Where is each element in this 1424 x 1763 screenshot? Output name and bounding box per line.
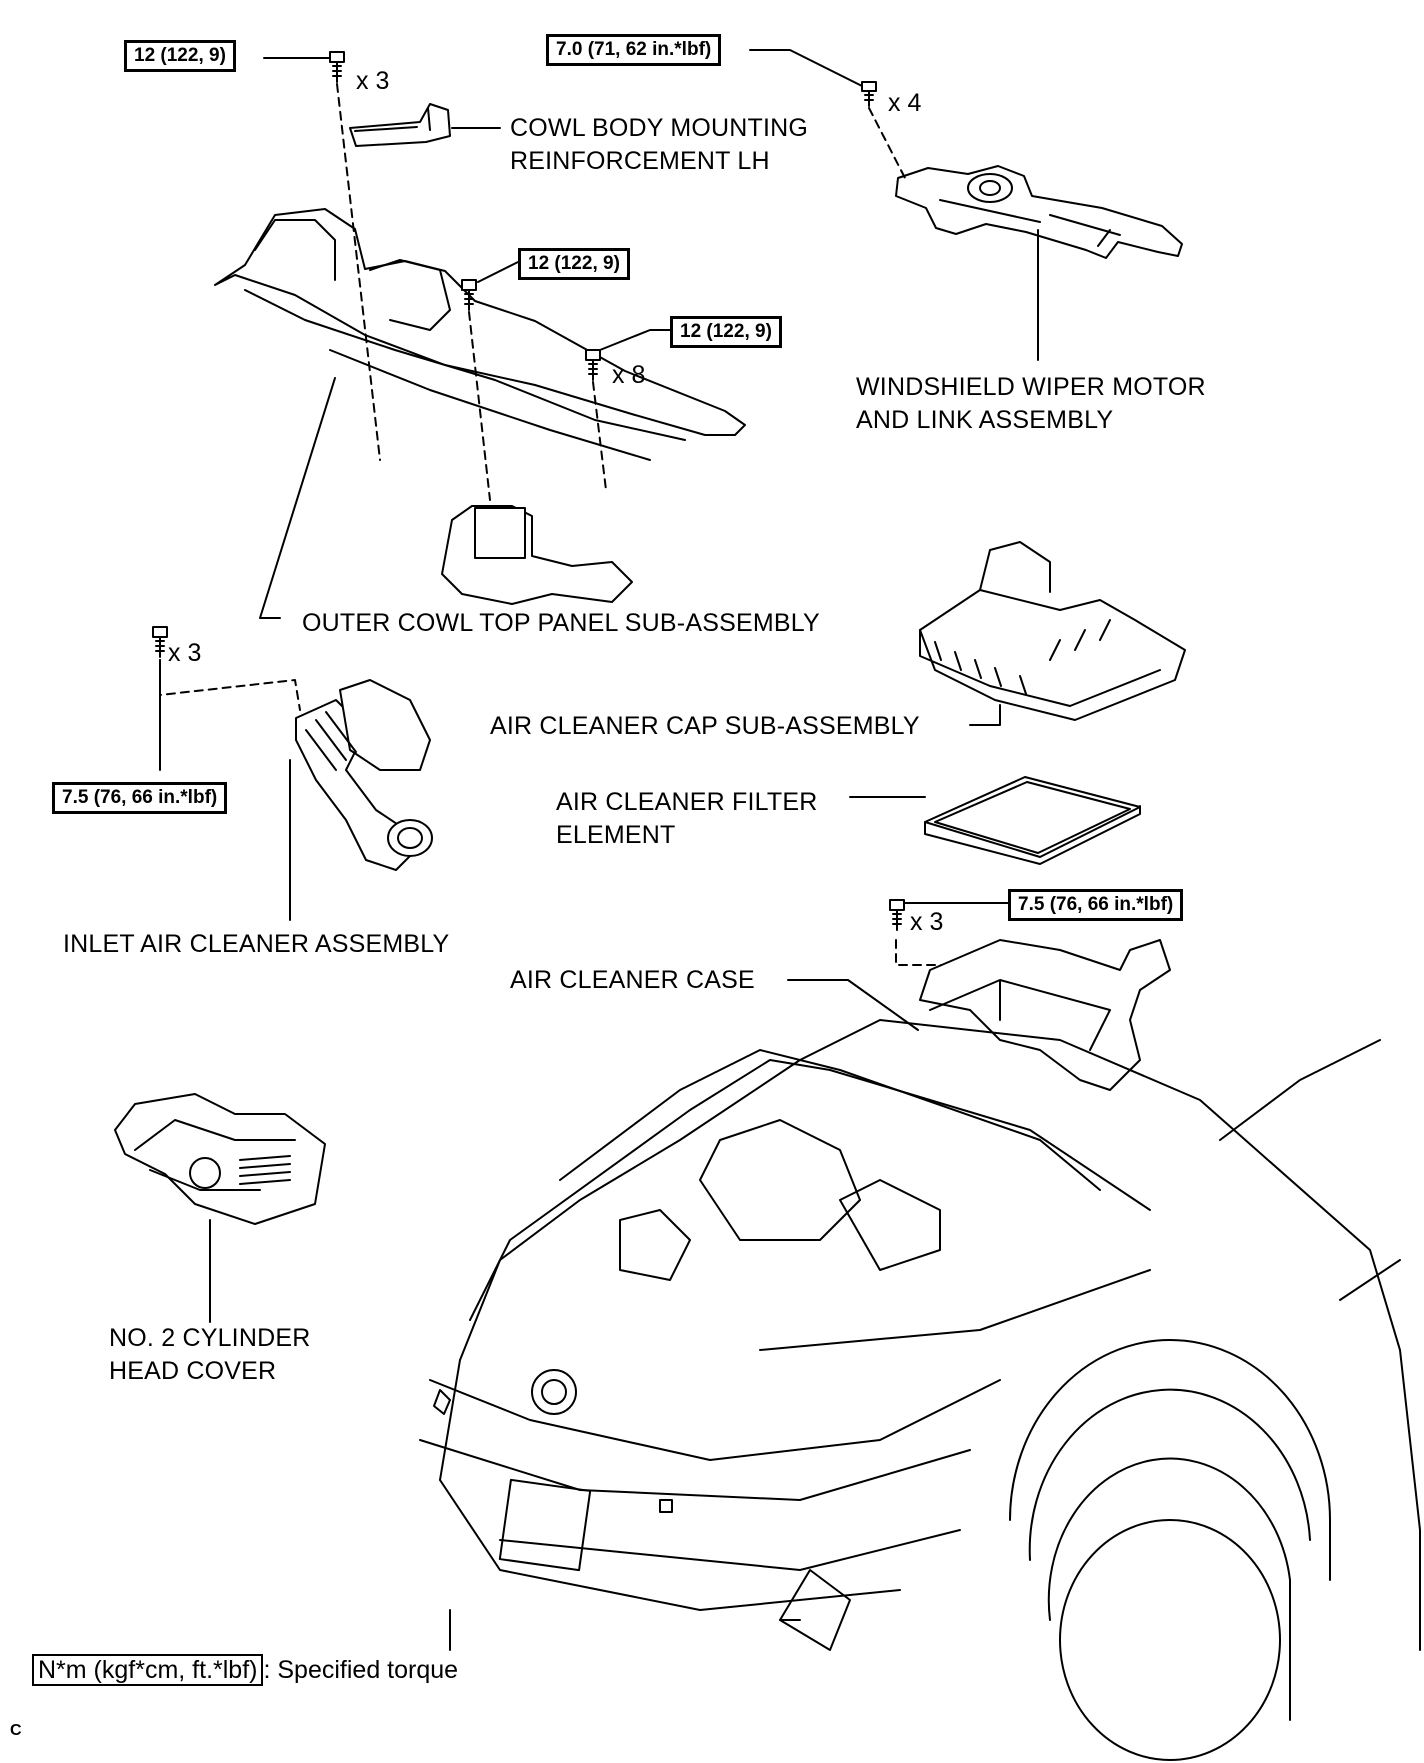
torque-box-wiper: 7.0 (71, 62 in.*lbf) <box>546 34 722 66</box>
figure-code: C <box>10 1722 22 1739</box>
wiper-motor-assembly <box>895 165 1183 259</box>
cowl-reinforcement-part <box>349 103 451 147</box>
cowl-reinforcement-label: COWL BODY MOUNTING REINFORCEMENT LH <box>510 114 809 175</box>
cowl-panel-bolt-icon <box>585 349 601 381</box>
cylinder-head-cover-label: NO. 2 CYLINDER HEAD COVER <box>109 1324 311 1385</box>
torque-box-case: 7.5 (76, 66 in.*lbf) <box>1008 889 1184 921</box>
inlet-air-cleaner-label: INLET AIR CLEANER ASSEMBLY <box>63 930 450 958</box>
air-cleaner-filter-label: AIR CLEANER FILTER ELEMENT <box>556 788 818 849</box>
qty-inlet: x 3 <box>168 639 202 667</box>
torque-legend: N*m (kgf*cm, ft.*lbf): Specified torque <box>32 1652 458 1688</box>
wiper-motor-label: WINDSHIELD WIPER MOTOR AND LINK ASSEMBLY <box>856 373 1206 434</box>
air-cleaner-filter-part <box>924 776 1141 865</box>
cowl-center-bolt-icon <box>461 279 477 311</box>
wiper-bolt-icon <box>861 81 877 107</box>
qty-cowl-reinforcement: x 3 <box>356 67 390 95</box>
torque-box-cowl-panel: 12 (122, 9) <box>670 316 782 348</box>
inlet-air-cleaner-part <box>295 679 433 871</box>
outer-cowl-label: OUTER COWL TOP PANEL SUB-ASSEMBLY <box>302 609 820 637</box>
torque-box-cowl-reinforcement: 12 (122, 9) <box>124 40 236 72</box>
torque-box-inlet: 7.5 (76, 66 in.*lbf) <box>52 782 228 814</box>
case-bolt-icon <box>889 899 905 931</box>
air-cleaner-cap-part <box>919 541 1186 721</box>
outer-cowl-panel <box>214 208 746 461</box>
booster-part <box>441 505 633 605</box>
legend-unit-box: N*m (kgf*cm, ft.*lbf) <box>32 1654 264 1686</box>
air-cleaner-cap-label: AIR CLEANER CAP SUB-ASSEMBLY <box>490 712 920 740</box>
vehicle-front-outline <box>419 1019 1421 1761</box>
qty-case: x 3 <box>910 908 944 936</box>
torque-box-cowl-center: 12 (122, 9) <box>518 248 630 280</box>
air-cleaner-case-label: AIR CLEANER CASE <box>510 966 755 994</box>
cowl-reinforcement-bolt-icon <box>329 51 345 83</box>
qty-wiper: x 4 <box>888 89 922 117</box>
cylinder-head-cover-part <box>114 1093 326 1225</box>
air-cleaner-case-part <box>919 939 1171 1091</box>
legend-description: : Specified torque <box>263 1656 459 1684</box>
inlet-bolt-icon <box>152 626 168 658</box>
qty-cowl-panel: x 8 <box>612 361 646 389</box>
